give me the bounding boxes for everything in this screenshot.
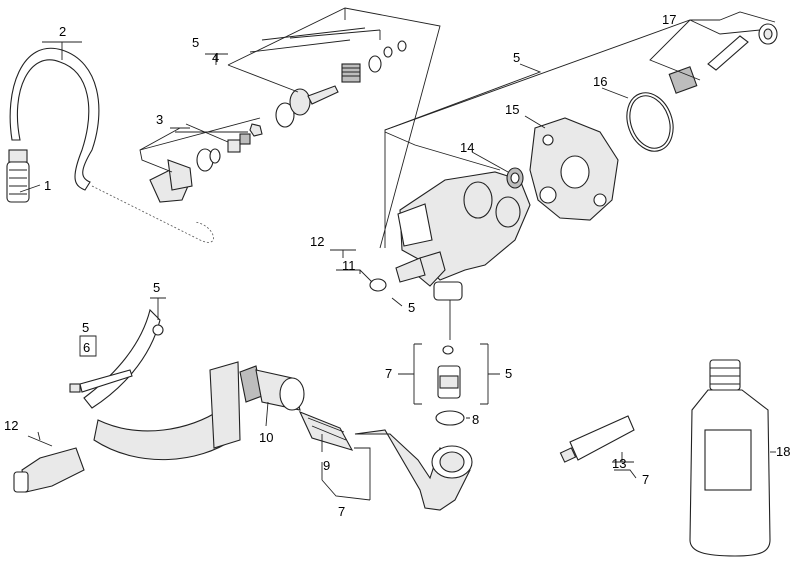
seal-ring-part-14[interactable]: [506, 167, 524, 189]
callout-7-center: 7: [385, 366, 392, 381]
valve-part-7[interactable]: [437, 345, 461, 399]
callout-6: 6: [83, 340, 90, 355]
hose-connection-dashed-line: [91, 185, 214, 243]
seal-ring-part-8[interactable]: [435, 410, 465, 426]
callout-5-left: 5: [82, 320, 89, 335]
callout-5-lower-left: 5: [153, 280, 160, 295]
callout-12-lower: 12: [4, 418, 18, 433]
leader-lines-upper-left: [19, 7, 441, 249]
callout-5-right: 5: [505, 366, 512, 381]
leader-lines-center: [384, 11, 776, 248]
callout-3: 3: [156, 112, 163, 127]
leader-10: [265, 401, 269, 427]
filter-part-1[interactable]: [6, 149, 30, 203]
callout-18: 18: [776, 444, 790, 459]
callout-10: 10: [259, 430, 273, 445]
leader-9-7: [321, 434, 371, 501]
callout-4: 4: [212, 50, 219, 65]
leader-lines-lower-left: [27, 297, 166, 447]
callout-5-center: 5: [513, 50, 520, 65]
filter-part-9[interactable]: [298, 410, 354, 451]
callout-12-center: 12: [310, 234, 324, 249]
valve-assembly-part-3[interactable]: [149, 123, 263, 203]
cylinder-head-part-15[interactable]: [529, 117, 619, 221]
callout-7-right: 7: [642, 472, 649, 487]
piston-spring-part-17[interactable]: [668, 23, 778, 94]
oil-bottle-part-18[interactable]: [689, 359, 771, 557]
callout-17: 17: [662, 12, 676, 27]
callout-9: 9: [323, 458, 330, 473]
callout-5-top: 5: [192, 35, 199, 50]
adapter-part-10[interactable]: [239, 365, 305, 411]
callout-5-near-11: 5: [408, 300, 415, 315]
callout-8: 8: [472, 412, 479, 427]
o-ring-part-11[interactable]: [369, 278, 387, 292]
o-ring-part-16[interactable]: [619, 86, 681, 157]
hose-part-2[interactable]: [9, 47, 100, 191]
callout-7-lower: 7: [338, 504, 345, 519]
leader-11-12: [330, 249, 403, 307]
bracket-part[interactable]: [83, 308, 241, 461]
suction-pipe-part-7[interactable]: [354, 429, 473, 511]
callout-13: 13: [612, 456, 626, 471]
connector-part-12[interactable]: [13, 447, 85, 493]
grease-tube-part-13[interactable]: [559, 415, 635, 463]
callout-1: 1: [44, 178, 51, 193]
leader-13: [612, 452, 637, 479]
screw-part-6[interactable]: [69, 369, 133, 393]
valve-assembly-part-4[interactable]: [275, 40, 407, 128]
callout-2: 2: [59, 24, 66, 39]
callout-11: 11: [342, 258, 356, 273]
callout-16: 16: [593, 74, 607, 89]
callout-15: 15: [505, 102, 519, 117]
callout-14: 14: [460, 140, 474, 155]
leader-7-8-5: [398, 300, 500, 419]
pump-housing[interactable]: [395, 171, 531, 301]
